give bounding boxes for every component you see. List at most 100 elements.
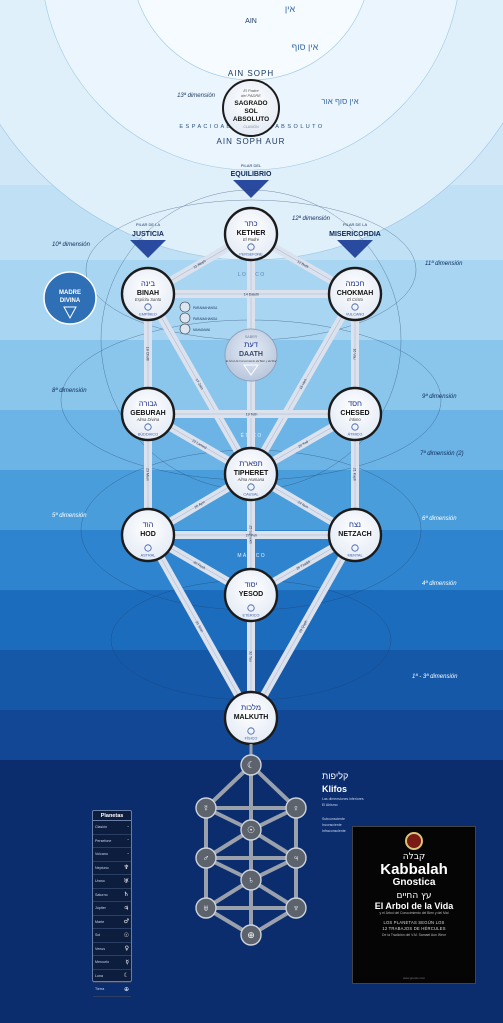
planeta-symbol-icon: ♄	[123, 891, 129, 899]
dim-6: 6ª dimensión	[422, 515, 457, 522]
planeta-symbol-icon: ♆	[123, 864, 129, 872]
sephira-chokmah-plane: VULCANO	[346, 313, 364, 317]
pillar-middle-top: PILAR DEL	[241, 163, 262, 168]
sub-line2: Inconsciente	[322, 823, 342, 827]
label-ain: AIN	[245, 18, 257, 25]
planeta-symbol-icon: ⊕	[123, 985, 129, 993]
sephira-tiphereth-plane: CAUSAL	[243, 493, 258, 497]
sephira-binah-name: BINAH	[137, 290, 159, 297]
pillar-left-top: PILAR DE LA	[136, 222, 161, 227]
planeta-symbol-icon: ·	[127, 850, 129, 858]
klifos-line1: Las dimensiones inferiores	[322, 797, 364, 801]
path-label-p21: 21 Kaph	[353, 468, 357, 481]
planeta-name: Persefone	[95, 838, 112, 843]
sephira-chokmah-sub: El Cristo	[347, 297, 363, 302]
path-label-p16: 16 Vau	[353, 348, 357, 359]
klifa-node-8-icon: ♆	[293, 903, 300, 913]
sephira-binah-planet-icon	[144, 303, 152, 311]
sub-line3: Infraconsciente	[322, 829, 346, 833]
planeta-row: Persefone ·	[93, 835, 131, 848]
mini-nodes: PARAMAHANSA PARAMAHANSA MAHAMANI	[179, 301, 218, 335]
planeta-symbol-icon: ♃	[123, 904, 129, 912]
planeta-row: Mercurio☿	[93, 956, 131, 970]
dim-9: 9ª dimensión	[422, 393, 457, 400]
planeta-symbol-icon: ·	[127, 823, 129, 831]
planeta-name: Vulcano	[95, 852, 108, 857]
klifa-node-2-icon: ♀	[293, 803, 300, 813]
sephira-hod-plane: ASTRAL	[141, 554, 156, 558]
klifa-node-2	[285, 797, 307, 819]
sephira-chokmah-name: CHOKMAH	[337, 290, 374, 297]
path-label-p18: 18 Cheth	[146, 347, 150, 362]
planeta-name: Sol	[95, 933, 101, 938]
abs-line2: del PADRE	[241, 93, 261, 98]
sephira-chokmah-planet-icon	[351, 303, 359, 311]
planeta-row: Sol☉	[93, 929, 131, 943]
path-label-p14: 14 Daleth	[244, 292, 259, 296]
pillar-right: MISERICORDIA	[329, 231, 381, 238]
sephira-kether-circle	[223, 206, 279, 262]
sephira-tiphereth-planet-icon	[247, 483, 255, 491]
sephira-tiphereth-sub: Alma Humana	[237, 477, 265, 482]
klifa-node-4-icon: ♂	[203, 853, 210, 863]
path-label-p22: 22 Lamed	[191, 439, 207, 451]
sephira-binah-circle	[120, 266, 176, 322]
pillar-middle: EQUILIBRIO	[231, 171, 272, 178]
planeta-symbol-icon: ·	[127, 837, 129, 845]
sephira-kether-sub: El Padre	[243, 237, 260, 242]
planeta-name: Júpiter	[95, 906, 106, 911]
sephira-netzach-he: נצח	[349, 520, 361, 529]
path-label-p23: 23 Mem	[146, 468, 150, 481]
sephira-chesed-planet-icon	[351, 423, 359, 431]
mini-a: PARAMAHANSA	[193, 306, 218, 310]
sephira-hod-circle	[120, 507, 176, 563]
sephira-daath-plane: SABER	[245, 335, 258, 339]
planeta-row: Saturno♄	[93, 889, 131, 902]
planeta-symbol-icon: ☿	[125, 958, 129, 966]
planeta-name: Urano	[95, 879, 105, 884]
label-ain-soph-he: אין סוף	[292, 42, 319, 52]
sephira-netzach-name: NETZACH	[338, 531, 371, 538]
planeta-row: Venus♀	[93, 943, 131, 956]
book-line3: De la Tradición del V.M. Samael Aun Weor	[382, 933, 446, 937]
madre-line1: MADRE	[59, 290, 81, 296]
label-ain-soph-aur-he: אין סוף אור	[321, 97, 358, 106]
label-ain-soph-aur: AIN SOPH AUR	[217, 137, 286, 146]
klifa-node-0	[240, 754, 262, 776]
dim-7: 7ª dimensión (2)	[420, 450, 464, 457]
klifa-node-5-icon: ♃	[293, 853, 300, 863]
book-he2: עץ החיים	[396, 891, 432, 901]
klifa-node-4	[195, 847, 217, 869]
planetas-rows: Clasión·Persefone·Vulcano·Neptuno♆Urano♅…	[93, 821, 131, 997]
klifa-node-3-icon: ☉	[247, 825, 255, 835]
planeta-row: Clasión·	[93, 821, 131, 835]
sephira-geburah-name: GEBURAH	[130, 410, 165, 417]
label-ain-he: אין	[285, 4, 296, 14]
mini-c: MAHAMANI	[193, 328, 210, 332]
sephira-kether-he: כתר	[244, 219, 257, 228]
sephira-chesed-sub: Íntimo	[349, 417, 361, 422]
book-line2: 12 TRABAJOS DE HÉRCULES	[382, 926, 446, 931]
sephira-tiphereth-he: תפארת	[239, 459, 262, 468]
klifos-name: Klifos	[322, 784, 347, 794]
dim-10: 10ª dimensión	[52, 241, 91, 248]
klifa-node-6	[240, 869, 262, 891]
dim-4: 4ª dimensión	[422, 580, 457, 587]
path-p17-core	[147, 293, 252, 475]
sephira-malkuth-he: מלכות	[241, 703, 261, 712]
book-tree-sub: y el Árbol del Conocimiento del Bien y d…	[379, 911, 449, 915]
sephira-hod-planet-icon	[144, 544, 152, 552]
dim-12: 12ª dimensión	[292, 215, 331, 222]
sephira-chesed-plane: ÁTMICO	[348, 433, 363, 437]
